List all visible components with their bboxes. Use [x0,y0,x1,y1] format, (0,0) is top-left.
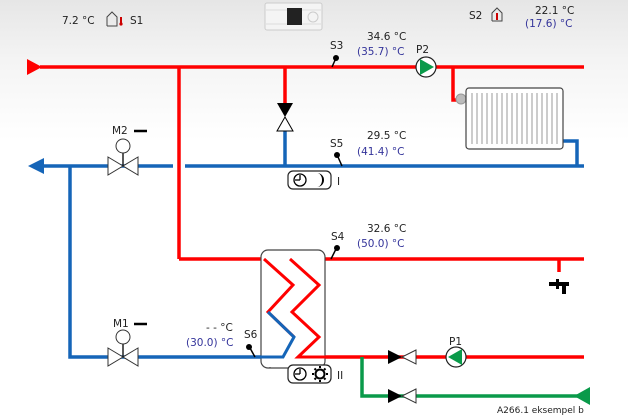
exchanger-secondary-coil [288,257,330,359]
circuit-1-label: I [337,176,340,188]
radiator [455,87,564,150]
clock-icon [293,367,307,381]
house-thermometer-icon [491,7,503,22]
cold-water-inlet-arrow [574,387,590,405]
p1-label: P1 [449,336,462,348]
outdoor-sensor: 7.2 °C S1 [62,11,143,27]
radiator-valve[interactable] [455,93,467,105]
s3-label: S3 [330,40,343,52]
supply-inlet-arrow [27,59,42,75]
radiator-return-pipe [563,139,579,166]
cold-check-valve[interactable] [388,388,417,404]
circuit-1-mode[interactable]: I [287,170,340,190]
room-sensor-label: S2 [469,10,482,22]
sensor-s3[interactable]: S3 34.6 °C (35.7) °C [330,31,406,68]
valve-closed-half [277,103,293,117]
s6-temp: - - °C [206,322,233,334]
sensor-s4[interactable]: S4 32.6 °C (50.0) °C [330,223,406,260]
sun-icon [312,366,328,382]
s3-setpoint: (35.7) °C [357,46,405,58]
display-toggle-indicator [307,11,319,23]
circuit-2-mode[interactable]: II [269,364,343,384]
room-temp: 22.1 °C [535,5,574,17]
heat-exchanger [240,249,330,369]
moon-icon [317,173,324,187]
s3-temp: 34.6 °C [367,31,406,43]
return-pipes [42,130,584,359]
house-thermometer-icon [106,11,123,27]
s6-setpoint: (30.0) °C [186,337,234,349]
hot-water-tap-icon [549,279,569,294]
m2-label: M2 [112,125,128,137]
s4-setpoint: (50.0) °C [357,238,405,250]
motor-valve-m2[interactable]: M2 [107,125,147,176]
bypass-valve[interactable] [276,103,294,132]
return-outlet-arrow [28,158,44,174]
s4-temp: 32.6 °C [367,223,406,235]
s6-label: S6 [244,329,258,341]
m1-label: M1 [113,318,129,330]
s5-label: S5 [330,138,343,150]
outdoor-sensor-label: S1 [130,15,143,27]
sensor-s5[interactable]: S5 29.5 °C (41.4) °C [330,130,406,167]
circuit-2-label: II [337,370,343,382]
outdoor-temp: 7.2 °C [62,15,95,27]
p2-label: P2 [416,44,429,56]
s5-setpoint: (41.4) °C [357,146,405,158]
display-toggle-knob [287,8,302,25]
motor-valve-m1[interactable]: M1 [107,318,147,367]
exchanger-return-coil [240,310,296,359]
supply-pipes [40,65,584,359]
lower-return-pipe [68,166,296,359]
room-setpoint: (17.6) °C [525,18,573,30]
pump-p1[interactable]: P1 [445,336,467,368]
dhw-check-valve[interactable] [388,349,417,365]
pump-p2[interactable]: P2 [415,44,437,78]
sensor-s6[interactable]: S6 - - °C (30.0) °C [186,322,258,358]
room-sensor: S2 22.1 °C (17.6) °C [469,5,574,30]
s5-temp: 29.5 °C [367,130,406,142]
cold-water-pipes [360,357,578,398]
display-toggle[interactable] [264,2,323,31]
s4-label: S4 [331,231,345,243]
clock-icon [293,173,307,187]
diagram-caption: A266.1 eksempel b [497,406,584,416]
valve-open-half [276,115,294,132]
cold-water-pipe [360,357,578,398]
